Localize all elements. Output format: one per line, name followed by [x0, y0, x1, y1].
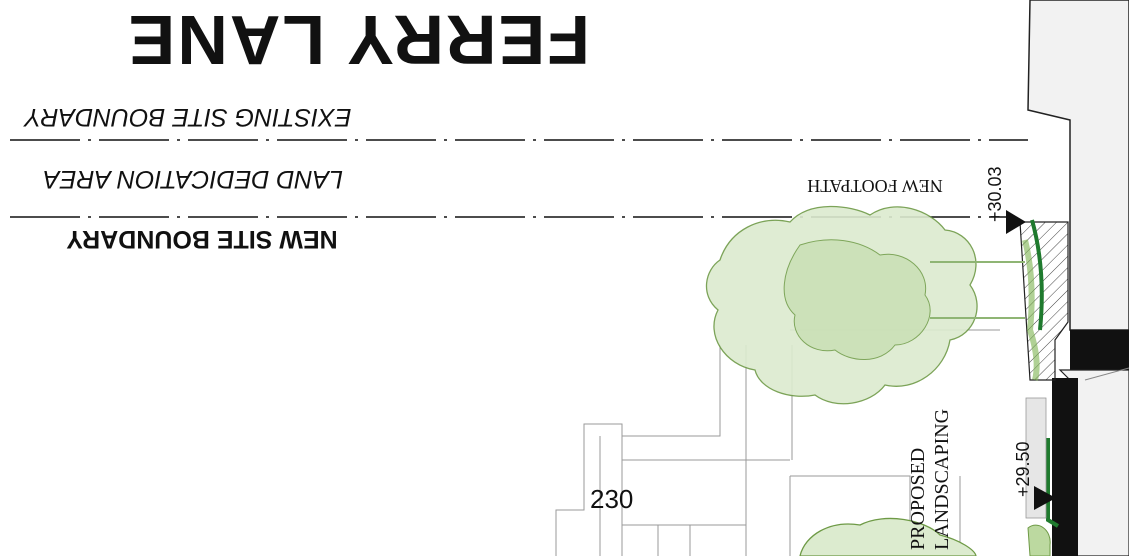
tree-canopy-large: [705, 205, 1040, 405]
level-markers: [1006, 210, 1056, 510]
tree-canopy-small: [799, 517, 1051, 556]
land-dedication-area-label: LAND DEDICATION AREA: [42, 165, 344, 193]
level-label-lower: +29.50: [1013, 441, 1033, 497]
level-arrow-upper: [1006, 210, 1026, 234]
proposed-landscaping-label-line1: PROPOSED: [907, 447, 929, 550]
new-site-boundary-label: NEW SITE BOUNDARY: [66, 225, 338, 253]
lot-number: 230: [590, 484, 634, 514]
existing-building: [1027, 0, 1129, 556]
new-footpath-label: NEW FOOTPATH: [807, 176, 943, 196]
level-arrow-lower: [1034, 486, 1056, 510]
existing-site-boundary-label: EXISTING SITE BOUNDARY: [24, 103, 352, 131]
proposed-landscaping-label-line2: LANDSCAPING: [931, 408, 953, 550]
level-label-upper: +30.03: [985, 166, 1005, 222]
street-name: FERRY LANE: [126, 1, 590, 79]
